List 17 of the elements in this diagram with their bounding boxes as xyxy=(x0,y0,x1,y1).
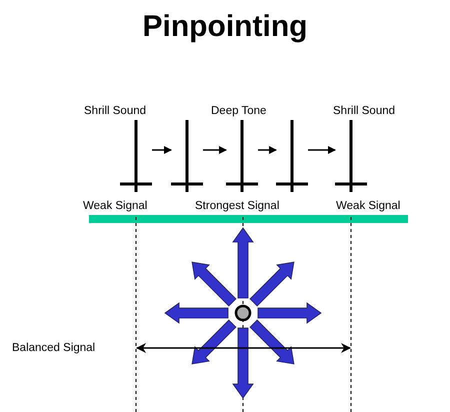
label: Shrill Sound xyxy=(84,105,146,118)
probe-drawing xyxy=(276,120,308,192)
arrow xyxy=(152,146,172,154)
probe-drawing xyxy=(335,120,367,192)
arrow xyxy=(203,146,227,154)
label: Deep Tone xyxy=(211,105,266,118)
label: Weak Signal xyxy=(83,200,148,213)
arrow xyxy=(258,146,277,154)
title: Pinpointing xyxy=(142,10,308,44)
label: Shrill Sound xyxy=(333,105,396,118)
label: Balanced Signal xyxy=(12,342,96,355)
probe-drawing xyxy=(171,120,203,192)
label: Weak Signal xyxy=(336,200,400,213)
probe-drawing xyxy=(120,120,152,192)
probe-drawing xyxy=(226,120,258,192)
label: Strongest Signal xyxy=(195,200,280,213)
arrow xyxy=(308,146,336,154)
